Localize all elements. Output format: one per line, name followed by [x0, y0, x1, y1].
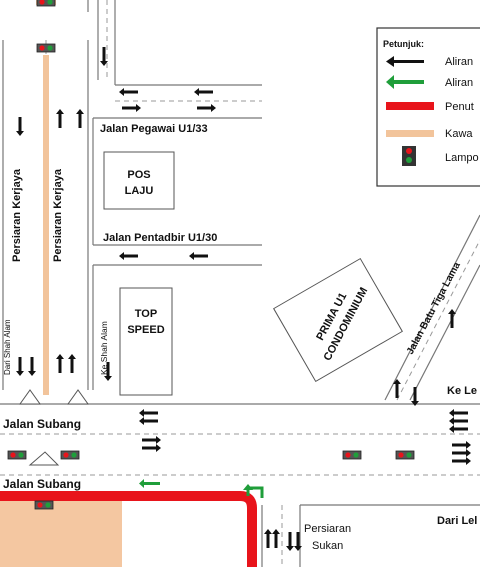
- street-label-jalan-pentadbir: Jalan Pentadbir U1/30: [103, 232, 217, 244]
- red-line-icon: [386, 102, 434, 110]
- top-speed-label: TOP: [135, 308, 157, 320]
- street-label-jalan-subang: Jalan Subang: [3, 417, 81, 431]
- legend: Petunjuk: Aliran Aliran Penut Kawa Lampo: [376, 27, 480, 187]
- site-block: [0, 500, 122, 567]
- street-label-jalan-pegawai: Jalan Pegawai U1/33: [100, 123, 208, 135]
- top-speed-building: [119, 287, 173, 396]
- traffic-island-right: [67, 389, 89, 405]
- black-arrow-icon: [386, 56, 424, 67]
- street-label-jalan-subang: Jalan Subang: [3, 477, 81, 491]
- pos-laju-label: POS: [127, 169, 150, 181]
- street-label-persiaran-sukan: Persiaran: [304, 523, 351, 535]
- road-closure-line: [0, 491, 257, 567]
- detour-arrows: [139, 479, 264, 498]
- traffic-light-icon: [402, 146, 416, 166]
- legend-item-label: Aliran: [445, 56, 473, 68]
- direction-label-dari-shah-alam: Dari Shah Alam: [3, 319, 12, 375]
- street-label-persiaran-kerjaya: Persiaran Kerjaya: [52, 168, 64, 262]
- street-label-jalan-batu-tiga-lama: Jalan Batu Tiga Lama: [405, 260, 463, 356]
- street-label-persiaran-sukan: Sukan: [312, 540, 343, 552]
- tan-line-icon: [386, 130, 434, 137]
- traffic-lights: [7, 0, 415, 510]
- legend-item-label: Aliran: [445, 77, 473, 89]
- street-label-persiaran-kerjaya: Persiaran Kerjaya: [11, 168, 23, 262]
- direction-label-ke-shah-alam: Ke Shah Alam: [99, 321, 109, 375]
- legend-item-label: Kawa: [445, 128, 473, 140]
- direction-label-ke-le: Ke Le: [447, 385, 477, 397]
- traffic-island-left: [19, 389, 41, 405]
- pedestrian-path: [43, 55, 49, 395]
- legend-item-label: Penut: [445, 101, 474, 113]
- legend-item-label: Lampo: [445, 152, 479, 164]
- direction-label-dari-lel: Dari Lel: [437, 515, 477, 527]
- green-arrow-icon: [386, 75, 424, 89]
- pos-laju-label: LAJU: [125, 185, 154, 197]
- top-speed-label: SPEED: [127, 324, 164, 336]
- pos-laju-building: [103, 151, 175, 210]
- traffic-island: [28, 451, 60, 466]
- legend-heading: Petunjuk:: [383, 39, 424, 49]
- prima-condominium-building: [273, 257, 403, 383]
